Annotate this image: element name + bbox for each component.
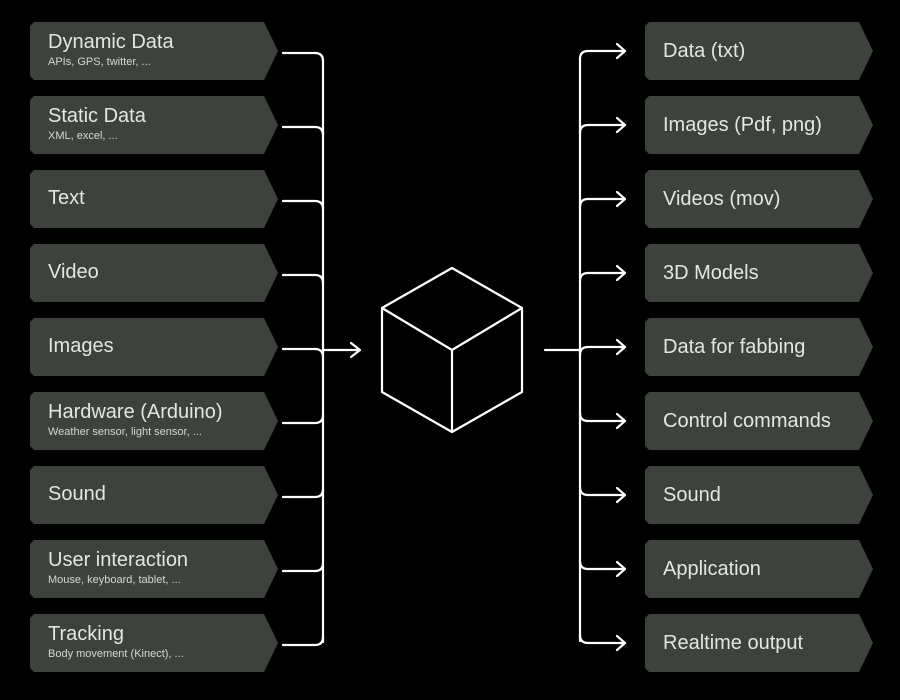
output-title: Application xyxy=(663,558,761,580)
input-subtitle: Weather sensor, light sensor, ... xyxy=(48,426,202,438)
input-title: Video xyxy=(48,261,99,283)
input-connector xyxy=(281,413,325,425)
output-arrow xyxy=(578,264,627,283)
input-connector xyxy=(281,125,325,137)
input-title: Images xyxy=(48,335,114,357)
input-connector xyxy=(281,487,325,499)
output-arrow xyxy=(578,633,627,652)
input-connector xyxy=(281,561,325,573)
output-title: Control commands xyxy=(663,410,831,432)
input-title: Tracking xyxy=(48,623,124,645)
output-box: Application xyxy=(645,540,873,598)
input-title: Dynamic Data xyxy=(48,31,174,53)
output-box: Realtime output xyxy=(645,614,873,672)
output-box: Images (Pdf, png) xyxy=(645,96,873,154)
input-box: Video xyxy=(30,244,278,302)
output-box: Control commands xyxy=(645,392,873,450)
output-title: 3D Models xyxy=(663,262,759,284)
output-box: 3D Models xyxy=(645,244,873,302)
output-arrow xyxy=(578,42,627,61)
input-box: Sound xyxy=(30,466,278,524)
output-arrow xyxy=(578,485,627,504)
input-title: Hardware (Arduino) xyxy=(48,401,223,423)
input-title: User interaction xyxy=(48,549,189,571)
output-title: Sound xyxy=(663,484,721,506)
input-box: Text xyxy=(30,170,278,228)
output-title: Images (Pdf, png) xyxy=(663,114,822,136)
output-title: Realtime output xyxy=(663,632,804,654)
input-subtitle: Body movement (Kinect), ... xyxy=(48,648,184,660)
output-box: Data for fabbing xyxy=(645,318,873,376)
output-title: Data (txt) xyxy=(663,40,746,62)
cube-icon xyxy=(380,266,524,434)
input-connector xyxy=(281,347,325,359)
input-title: Sound xyxy=(48,483,106,505)
output-arrow xyxy=(578,559,627,578)
output-box: Videos (mov) xyxy=(645,170,873,228)
input-connector xyxy=(281,635,325,647)
output-title: Data for fabbing xyxy=(663,336,806,358)
output-arrow xyxy=(578,116,627,135)
input-title: Static Data xyxy=(48,105,146,127)
input-box: Images xyxy=(30,318,278,376)
input-box: Hardware (Arduino) Weather sensor, light … xyxy=(30,392,278,450)
output-box: Data (txt) xyxy=(645,22,873,80)
output-box: Sound xyxy=(645,466,873,524)
merge-arrow xyxy=(321,341,362,359)
output-title: Videos (mov) xyxy=(663,188,781,210)
output-arrow xyxy=(578,411,627,430)
output-arrow xyxy=(578,190,627,209)
input-connector xyxy=(281,273,325,285)
output-arrow xyxy=(578,338,627,357)
input-subtitle: XML, excel, ... xyxy=(48,130,118,142)
input-title: Text xyxy=(48,187,85,209)
input-subtitle: APIs, GPS, twitter, ... xyxy=(48,56,151,68)
input-subtitle: Mouse, keyboard, tablet, ... xyxy=(48,574,181,586)
input-connector xyxy=(281,51,325,63)
input-connector xyxy=(281,199,325,211)
